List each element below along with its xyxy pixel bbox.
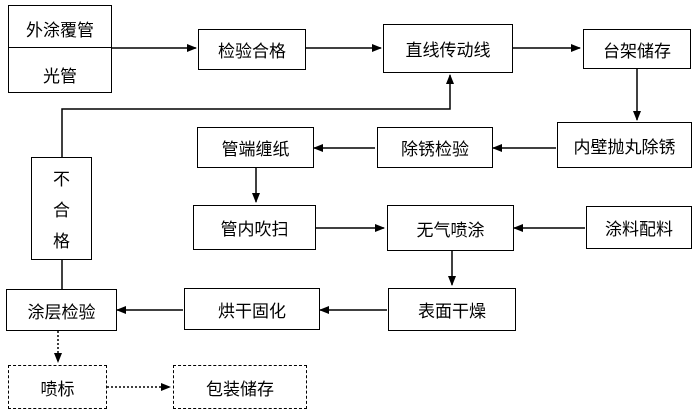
fail-char-1: 不 [53, 170, 70, 190]
node-coat-inspect: 涂层检验 [6, 289, 117, 331]
source-box-divider [9, 47, 111, 48]
fail-char-3: 格 [53, 232, 70, 252]
arrow-fail-feedback-to-conveyor [61, 74, 454, 157]
node-pack-storage: 包装储存 [173, 365, 307, 409]
outer-coated-pipe-label: 外涂覆管 [26, 21, 94, 41]
node-conveyor-line: 直线传动线 [383, 24, 513, 73]
fail-char-2: 合 [53, 201, 70, 221]
node-paint-mix: 涂料配料 [586, 206, 692, 249]
node-bake-cure: 烘干固化 [184, 288, 320, 330]
node-surface-dry: 表面干燥 [388, 288, 516, 331]
node-rack-storage: 台架储存 [583, 29, 691, 69]
node-end-wrap: 管端缠纸 [197, 127, 314, 168]
node-rust-inspect: 除锈检验 [377, 127, 493, 168]
source-pipe-box: 外涂覆管 光管 [8, 5, 112, 93]
node-inner-blast: 内壁抛丸除锈 [557, 122, 692, 168]
node-inner-blow: 管内吹扫 [193, 205, 316, 250]
node-inspect-pass: 检验合格 [198, 29, 306, 70]
node-mark-spray: 喷标 [8, 365, 107, 409]
node-fail: 不 合 格 [31, 157, 92, 260]
node-airless-spray: 无气喷涂 [387, 205, 514, 251]
bare-pipe-label: 光管 [43, 67, 77, 87]
